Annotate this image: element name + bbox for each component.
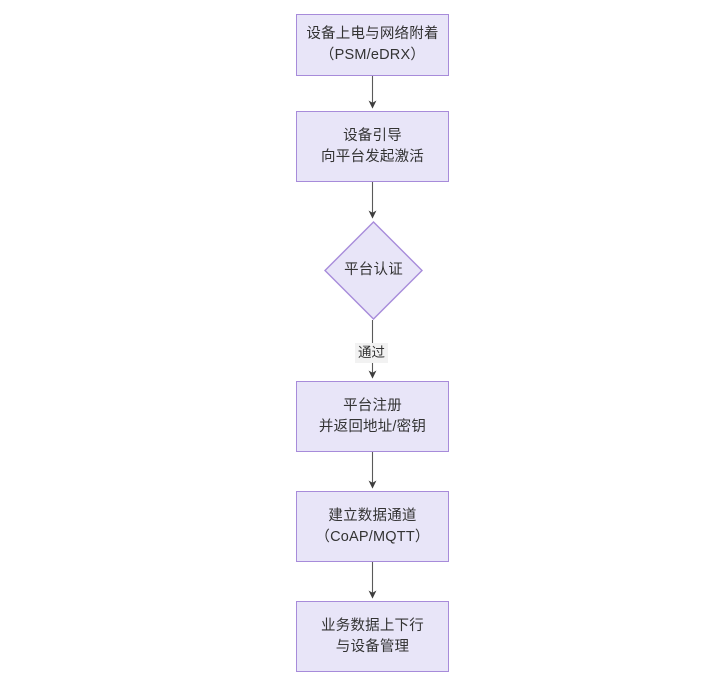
diamond-shape bbox=[324, 221, 423, 320]
edge-label-pass: 通过 bbox=[355, 343, 388, 363]
node-platform-auth-label: 平台认证 bbox=[344, 262, 403, 278]
node-platform-auth[interactable]: 平台认证 bbox=[324, 221, 423, 320]
